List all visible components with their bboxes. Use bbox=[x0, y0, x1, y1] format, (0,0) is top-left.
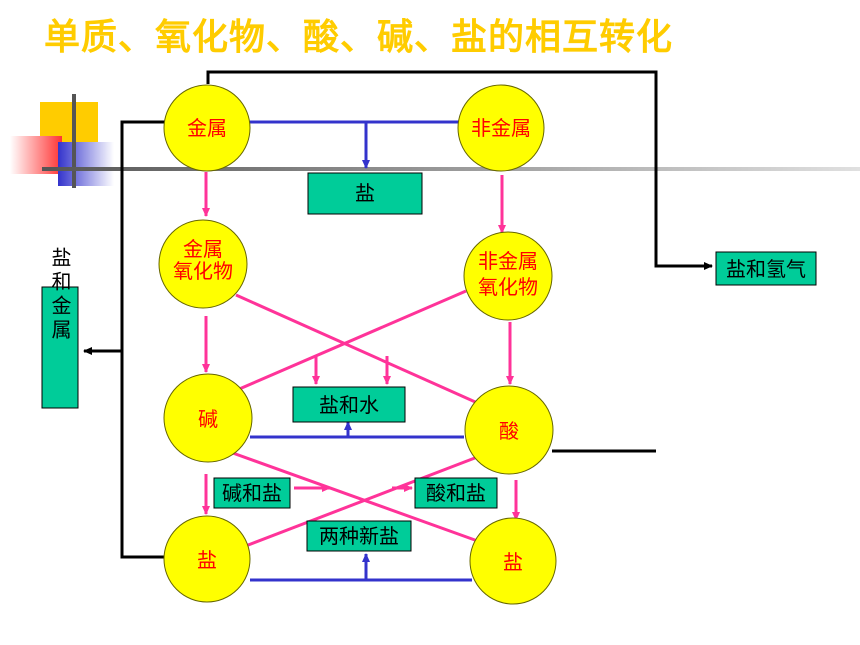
box-two-new-salts-label: 两种新盐 bbox=[319, 524, 399, 548]
node-salt-left-label: 盐 bbox=[197, 548, 217, 572]
box-base-and-salt-label: 碱和盐 bbox=[222, 481, 282, 505]
nonmetal-oxide-to-base-line bbox=[236, 289, 467, 392]
node-salt-right: 盐 bbox=[469, 517, 557, 605]
node-metal-label: 金属 bbox=[187, 116, 227, 140]
box-salt-and-water: 盐和水 bbox=[292, 386, 406, 423]
acid-to-salt-left-line bbox=[229, 454, 481, 554]
node-acid: 酸 bbox=[464, 385, 554, 475]
base-to-salt-right-line bbox=[229, 450, 487, 546]
deco-vertical-bar bbox=[72, 94, 76, 188]
box-salt-top-label: 盐 bbox=[355, 181, 375, 205]
node-nonmetal: 非金属 bbox=[457, 84, 545, 172]
box-salt-and-metal: 盐和金属 bbox=[41, 247, 79, 409]
node-metal-oxide: 金属 氧化物 bbox=[158, 219, 248, 309]
node-acid-label: 酸 bbox=[499, 419, 519, 443]
node-salt-left: 盐 bbox=[163, 515, 251, 603]
box-salt-and-metal-label: 盐和金属 bbox=[48, 247, 72, 343]
node-base-label: 碱 bbox=[198, 407, 218, 431]
deco-blue-square bbox=[58, 142, 114, 186]
box-acid-and-salt-label: 酸和盐 bbox=[426, 481, 486, 505]
box-salt-and-hydrogen: 盐和氢气 bbox=[715, 251, 817, 286]
node-nonmetal-oxide: 非金属 氧化物 bbox=[463, 231, 553, 321]
node-metal: 金属 bbox=[163, 84, 251, 172]
box-two-new-salts: 两种新盐 bbox=[306, 520, 412, 552]
box-salt-top: 盐 bbox=[307, 172, 423, 215]
deco-divider-line bbox=[42, 167, 860, 171]
node-nonmetal-oxide-label-2: 氧化物 bbox=[478, 275, 538, 299]
box-acid-and-salt: 酸和盐 bbox=[414, 477, 498, 509]
node-salt-right-label: 盐 bbox=[503, 550, 523, 574]
node-metal-oxide-label-2: 氧化物 bbox=[173, 259, 233, 283]
box-salt-and-hydrogen-label: 盐和氢气 bbox=[726, 257, 806, 281]
metal-oxide-to-acid-line bbox=[235, 293, 483, 407]
node-metal-oxide-label-1: 金属 bbox=[183, 237, 223, 261]
node-base: 碱 bbox=[163, 373, 253, 463]
node-nonmetal-oxide-label-1: 非金属 bbox=[478, 249, 538, 273]
node-nonmetal-label: 非金属 bbox=[471, 116, 531, 140]
slide-title: 单质、氧化物、酸、碱、盐的相互转化 bbox=[44, 17, 674, 58]
box-salt-and-water-label: 盐和水 bbox=[319, 393, 379, 417]
metal-to-salt-metal-line bbox=[120, 120, 166, 559]
metal-to-salt-hydrogen-line bbox=[206, 70, 713, 270]
box-base-and-salt: 碱和盐 bbox=[213, 477, 291, 509]
